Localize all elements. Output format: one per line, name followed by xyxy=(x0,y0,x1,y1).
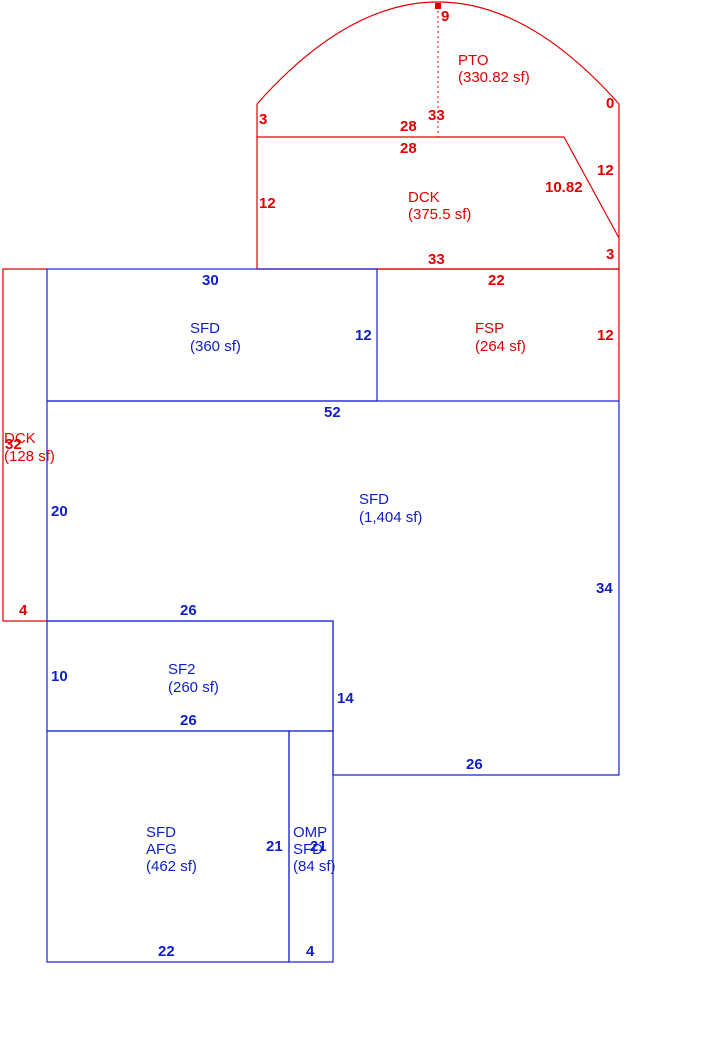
dim-omp-bottom: 4 xyxy=(306,943,315,960)
dim-main-top: 52 xyxy=(324,404,341,421)
dim-pto-top: 9 xyxy=(441,8,449,25)
sf2-size: (260 sf) xyxy=(168,679,219,696)
omp-code2: SFD xyxy=(293,841,323,858)
dck-top-deck-outline xyxy=(256,136,620,269)
pto-code: PTO xyxy=(458,52,489,69)
fsp-outline xyxy=(377,268,620,401)
dim-dck-left-bottom: 4 xyxy=(19,602,28,619)
dim-dck-top-lower: 28 xyxy=(400,140,417,157)
omp-size: (84 sf) xyxy=(293,858,336,875)
sfd-upper-code: SFD xyxy=(190,320,220,337)
fsp-code: FSP xyxy=(475,320,504,337)
sfd-main-size: (1,404 sf) xyxy=(359,509,422,526)
sfd-upper-size: (360 sf) xyxy=(190,338,241,355)
dim-dck-left: 12 xyxy=(259,195,276,212)
fsp-size: (264 sf) xyxy=(475,338,526,355)
dim-dck-top-upper: 28 xyxy=(400,118,417,135)
dim-dck-bottom-right: 3 xyxy=(606,246,614,263)
dim-sfd-upper-right: 12 xyxy=(355,327,372,344)
dim-pto-left: 3 xyxy=(259,111,267,128)
dim-pto-radius: 33 xyxy=(428,107,445,124)
pto-radius-marker xyxy=(435,3,441,9)
omp-outline xyxy=(288,730,334,963)
sfd-main-code: SFD xyxy=(359,491,389,508)
dim-omp-right: 21 xyxy=(310,838,327,855)
dim-sf2-top: 26 xyxy=(180,602,197,619)
dim-dck-diag: 10.82 xyxy=(545,179,583,196)
sfd-afg-code2: AFG xyxy=(146,841,177,858)
dim-dck-bottom: 33 xyxy=(428,251,445,268)
dim-fsp-top: 22 xyxy=(488,272,505,289)
dim-main-right: 34 xyxy=(596,580,613,597)
dim-pto-right: 0 xyxy=(606,95,614,112)
dck-left-code: DCK xyxy=(4,430,36,447)
omp-code: OMP xyxy=(293,824,327,841)
dim-dck-left-top: 32 xyxy=(5,436,22,453)
sfd-afg-size: (462 sf) xyxy=(146,858,197,875)
dck-left-deck-outline xyxy=(2,268,47,622)
dim-dck-right: 12 xyxy=(597,162,614,179)
sf2-code: SF2 xyxy=(168,661,196,678)
dim-main-left: 20 xyxy=(51,503,68,520)
dim-main-bottom: 26 xyxy=(466,756,483,773)
dck-top-code: DCK xyxy=(408,189,440,206)
dim-sfd-upper-top: 30 xyxy=(202,272,219,289)
pto-size: (330.82 sf) xyxy=(458,69,530,86)
dim-sf2-left: 10 xyxy=(51,668,68,685)
dim-fsp-right: 12 xyxy=(597,327,614,344)
dck-left-size: (128 sf) xyxy=(4,448,55,465)
dim-sf2-bottom: 26 xyxy=(180,712,197,729)
dim-afg-right: 21 xyxy=(266,838,283,855)
sfd-afg-code: SFD xyxy=(146,824,176,841)
dck-top-size: (375.5 sf) xyxy=(408,206,471,223)
pto-patio-outline xyxy=(256,1,620,105)
dim-afg-bottom: 22 xyxy=(158,943,175,960)
dim-sf2-right: 14 xyxy=(337,690,354,707)
